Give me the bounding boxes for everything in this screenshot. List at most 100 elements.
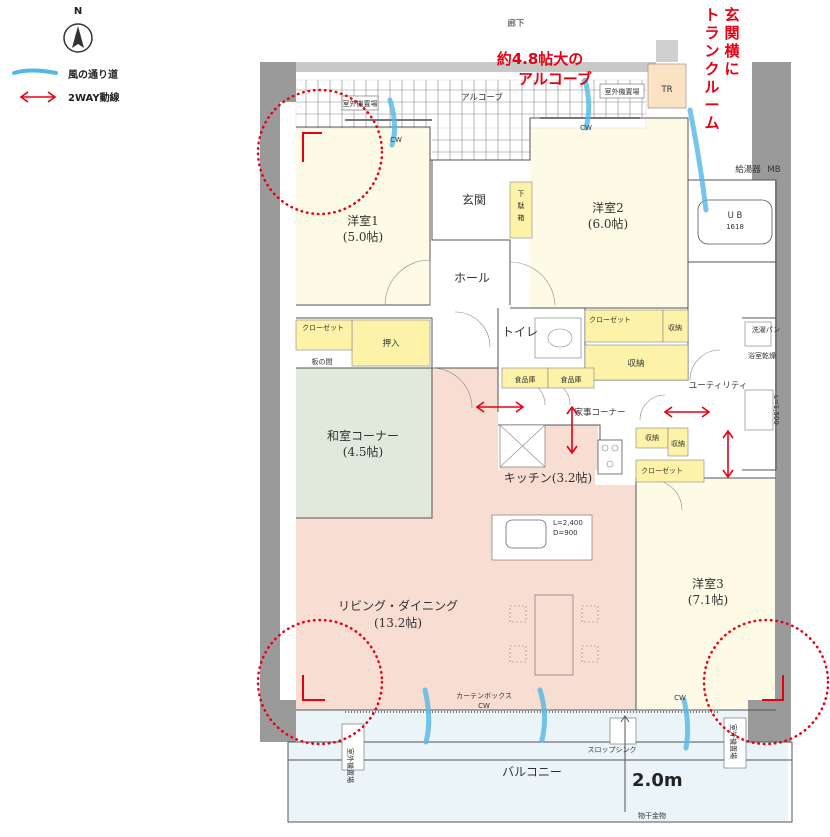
alcove-note-line2: アルコーブ: [518, 70, 592, 88]
dimension-arrow: [620, 715, 630, 723]
ld-name: リビング・ダイニング: [338, 598, 458, 613]
shoebox-char-2: 駄: [518, 201, 525, 210]
ub-size: 1618: [726, 223, 744, 231]
west3-size: (7.1帖): [688, 592, 728, 607]
wind-paths: [387, 77, 709, 751]
corner-mark-nw: [302, 132, 322, 162]
kitchen-label: キッチン(3.2帖): [504, 470, 592, 485]
shoebox-char-3: 箱: [518, 213, 525, 222]
west1-fill: [296, 127, 430, 305]
cw-label-1: CW: [390, 136, 402, 144]
oshiire-box: [351, 319, 431, 367]
trunk-char-8: ク: [704, 60, 719, 78]
trunk-char-7: ン: [704, 42, 719, 60]
wall-se: [748, 700, 791, 742]
west1-size: (5.0帖): [343, 229, 383, 244]
curtain-box-label: カーテンボックス: [456, 692, 512, 700]
oshiire-label: 押入: [382, 338, 400, 349]
shoebox: [509, 181, 533, 239]
wall-east: [775, 180, 791, 700]
wind-legend-icon: [12, 68, 58, 75]
trunk-char-6: ラ: [704, 24, 719, 42]
view-circle-se: [702, 618, 830, 746]
mb-label: MB: [767, 165, 780, 175]
closet-label-3: クローゼット: [641, 466, 683, 475]
laundry-hardware-label: 物干金物: [638, 811, 666, 820]
storage-box-2: [584, 344, 689, 381]
burner-1: [601, 444, 609, 452]
twoway-arrows: [475, 401, 734, 479]
trunk-char-11: ム: [704, 114, 719, 132]
west2-size: (6.0帖): [588, 216, 628, 231]
dining-table: [534, 594, 574, 676]
burner-2: [611, 444, 619, 452]
trunk-note-vertical: 玄 関 横 に ト ラ ン ク ル ー ム: [704, 6, 740, 132]
pillar: [656, 40, 678, 62]
trunk-char-5: ト: [704, 6, 719, 24]
view-circle-sw: [256, 618, 384, 746]
storage-label-2: 収納: [627, 358, 644, 369]
kitchen-sink: [505, 519, 547, 549]
pantry-label-1: 食品庫: [515, 375, 536, 384]
housework-label: 家事コーナー: [574, 407, 625, 418]
water-heater-label: 給湯器: [735, 164, 761, 175]
corridor-label: 廊下: [507, 18, 525, 29]
tr-box: [647, 63, 687, 109]
closet-label-2: クローゼット: [589, 315, 631, 324]
west3-name: 洋室3: [692, 576, 724, 591]
storage-label-4: 収納: [671, 439, 685, 448]
corner-mark-se: [762, 675, 784, 701]
outdoor-unit-label-3: 室外機置場: [346, 748, 355, 783]
west2-fill: [530, 118, 688, 308]
utility-length: L=1,500: [772, 395, 780, 425]
interior-walls: [287, 117, 793, 823]
west2-name: 洋室2: [592, 200, 624, 215]
stove: [597, 439, 623, 475]
twoway-legend-label: 2WAY動線: [68, 91, 120, 104]
storage-box-1: [662, 309, 689, 343]
ub-label: U B: [728, 211, 743, 221]
distance-label: 2.0m: [632, 770, 683, 791]
closet-box-3: [635, 459, 705, 483]
balcony-fill: [288, 710, 788, 822]
slop-sink-box: [609, 717, 637, 745]
shoebox-char-1: 下: [518, 190, 525, 198]
ld-size: (13.2帖): [374, 615, 422, 630]
outdoor-unit-label-4: 室外機置場: [729, 724, 738, 759]
washitsu-name: 和室コーナー: [327, 428, 399, 443]
trunk-char-1: 玄: [724, 6, 739, 24]
alcove-label: アルコーブ: [461, 92, 503, 103]
toilet-fixture: [534, 317, 582, 359]
closet-box-2: [584, 309, 664, 343]
fridge-cross: [499, 424, 546, 468]
hall-label: ホール: [454, 271, 490, 285]
west1-name: 洋室1: [347, 213, 379, 228]
bathroom-dryer-label: 浴室乾燥: [748, 351, 776, 360]
outdoor-unit-box-4: [723, 717, 747, 769]
storage-label-3: 収納: [645, 433, 659, 442]
twoway-legend-heads: [19, 91, 57, 103]
sink-length: L=2,400: [553, 519, 583, 527]
trunk-char-4: に: [724, 60, 739, 78]
wind-legend-label: 風の通り道: [68, 68, 118, 81]
wall-ne: [752, 62, 791, 180]
compass-icon: [72, 26, 84, 48]
closet-box-1: [295, 319, 353, 351]
west3-fill: [636, 478, 776, 710]
wall-north: [296, 62, 656, 72]
outdoor-unit-box-2: [599, 83, 645, 99]
dining-chairs: [509, 605, 599, 663]
view-circle-nw: [256, 88, 384, 216]
storage-label-1: 収納: [668, 323, 682, 332]
closet-label-1: クローゼット: [302, 323, 344, 332]
corner-mark-sw: [302, 675, 325, 701]
trunk-char-3: 横: [724, 42, 740, 60]
storage-box-4: [667, 427, 689, 457]
sink-depth: D=900: [553, 529, 578, 537]
outdoor-unit-label-2: 室外機置場: [605, 87, 640, 96]
pantry-box-2: [547, 367, 595, 389]
burner-3: [606, 460, 614, 468]
trunk-char-10: ー: [704, 96, 719, 114]
pantry-label-2: 食品庫: [561, 375, 582, 384]
outdoor-unit-box-3: [341, 723, 365, 771]
